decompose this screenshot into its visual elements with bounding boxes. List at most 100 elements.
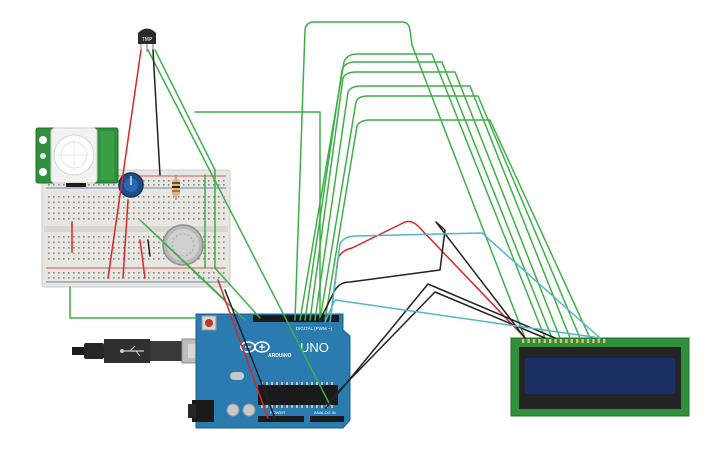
chip-pin — [286, 405, 288, 408]
breadboard-hole — [108, 277, 110, 279]
breadboard-hole — [133, 207, 135, 209]
breadboard-hole — [123, 247, 125, 249]
tmp-label: TMP — [142, 37, 153, 43]
resistor[interactable] — [172, 175, 180, 200]
arduino-logo-icon — [240, 341, 270, 353]
breadboard-hole — [163, 258, 165, 260]
breadboard-hole — [203, 277, 205, 279]
arduino-model-text: UNO — [300, 340, 329, 355]
breadboard-hole — [93, 218, 95, 220]
lcd-display[interactable] — [510, 337, 690, 417]
breadboard-hole — [203, 180, 205, 182]
breadboard-hole — [88, 184, 90, 186]
breadboard-hole — [153, 272, 155, 274]
breadboard-hole — [88, 218, 90, 220]
breadboard-hole — [203, 236, 205, 238]
breadboard-hole — [48, 207, 50, 209]
chip-pin — [316, 382, 318, 385]
breadboard-hole — [53, 247, 55, 249]
breadboard-hole — [63, 277, 65, 279]
breadboard-hole — [63, 258, 65, 260]
breadboard-hole — [198, 180, 200, 182]
breadboard-hole — [143, 212, 145, 215]
breadboard-hole — [153, 236, 155, 238]
breadboard-hole — [208, 207, 210, 209]
temperature-sensor[interactable]: TMP — [138, 28, 156, 53]
breadboard-hole — [128, 247, 130, 249]
breadboard-hole — [173, 277, 175, 279]
breadboard-hole — [98, 207, 100, 209]
lcd-pin — [581, 339, 584, 343]
breadboard-hole — [48, 212, 50, 215]
breadboard-hole — [123, 241, 125, 244]
breadboard-hole — [198, 201, 200, 204]
breadboard-hole — [108, 236, 110, 238]
breadboard-hole — [178, 277, 180, 279]
breadboard-hole — [153, 218, 155, 220]
breadboard-hole — [208, 277, 210, 279]
breadboard-hole — [98, 218, 100, 220]
breadboard-hole — [213, 180, 215, 182]
lcd-pin — [565, 339, 568, 343]
breadboard-hole — [148, 258, 150, 260]
breadboard-hole — [223, 180, 225, 182]
breadboard-hole — [143, 258, 145, 260]
usb-cable[interactable] — [72, 338, 217, 364]
breadboard-hole — [58, 241, 60, 244]
breadboard-hole — [48, 218, 50, 220]
breadboard-hole — [133, 272, 135, 274]
breadboard-hole — [128, 207, 130, 209]
gas-sensor[interactable] — [162, 224, 204, 266]
breadboard-hole — [213, 207, 215, 209]
breadboard-hole — [98, 258, 100, 260]
breadboard-hole — [93, 252, 95, 255]
breadboard-hole — [188, 201, 190, 204]
breadboard-hole — [78, 236, 80, 238]
lcd-pin — [522, 339, 525, 343]
breadboard-hole — [213, 272, 215, 274]
breadboard-hole — [133, 252, 135, 255]
breadboard-hole — [208, 180, 210, 182]
breadboard-hole — [133, 241, 135, 244]
breadboard-hole — [173, 196, 175, 198]
chip-pin — [331, 405, 333, 408]
breadboard-hole — [153, 201, 155, 204]
breadboard-hole — [118, 252, 120, 255]
breadboard-hole — [63, 272, 65, 274]
breadboard-hole — [83, 252, 85, 255]
breadboard-hole — [158, 180, 160, 182]
breadboard-hole — [78, 196, 80, 198]
breadboard-hole — [213, 247, 215, 249]
breadboard-hole — [163, 252, 165, 255]
chip-pin — [311, 382, 313, 385]
breadboard-hole — [223, 212, 225, 215]
breadboard-hole — [143, 180, 145, 182]
breadboard-hole — [118, 277, 120, 279]
chip-pin — [276, 382, 278, 385]
breadboard-hole — [183, 207, 185, 209]
breadboard-hole — [193, 207, 195, 209]
potentiometer[interactable] — [118, 172, 144, 198]
arduino-uno[interactable]: DIGITAL (PWM ~) ARDUINO UNO POWER ANALOG… — [188, 313, 351, 429]
breadboard-hole — [53, 196, 55, 198]
usb-plug-icon — [120, 345, 144, 357]
breadboard-hole — [218, 236, 220, 238]
breadboard-hole — [78, 201, 80, 204]
pir-motion-sensor[interactable] — [35, 127, 119, 187]
breadboard-hole — [108, 241, 110, 244]
breadboard-hole — [223, 207, 225, 209]
breadboard-hole — [108, 201, 110, 204]
breadboard-hole — [188, 184, 190, 186]
breadboard-hole — [138, 196, 140, 198]
breadboard-hole — [218, 258, 220, 260]
breadboard-hole — [98, 196, 100, 198]
breadboard-hole — [78, 247, 80, 249]
breadboard-hole — [118, 196, 120, 198]
breadboard-hole — [88, 212, 90, 215]
breadboard-hole — [158, 272, 160, 274]
breadboard-hole — [218, 241, 220, 244]
breadboard-hole — [78, 272, 80, 274]
breadboard-hole — [53, 218, 55, 220]
breadboard-hole — [158, 212, 160, 215]
